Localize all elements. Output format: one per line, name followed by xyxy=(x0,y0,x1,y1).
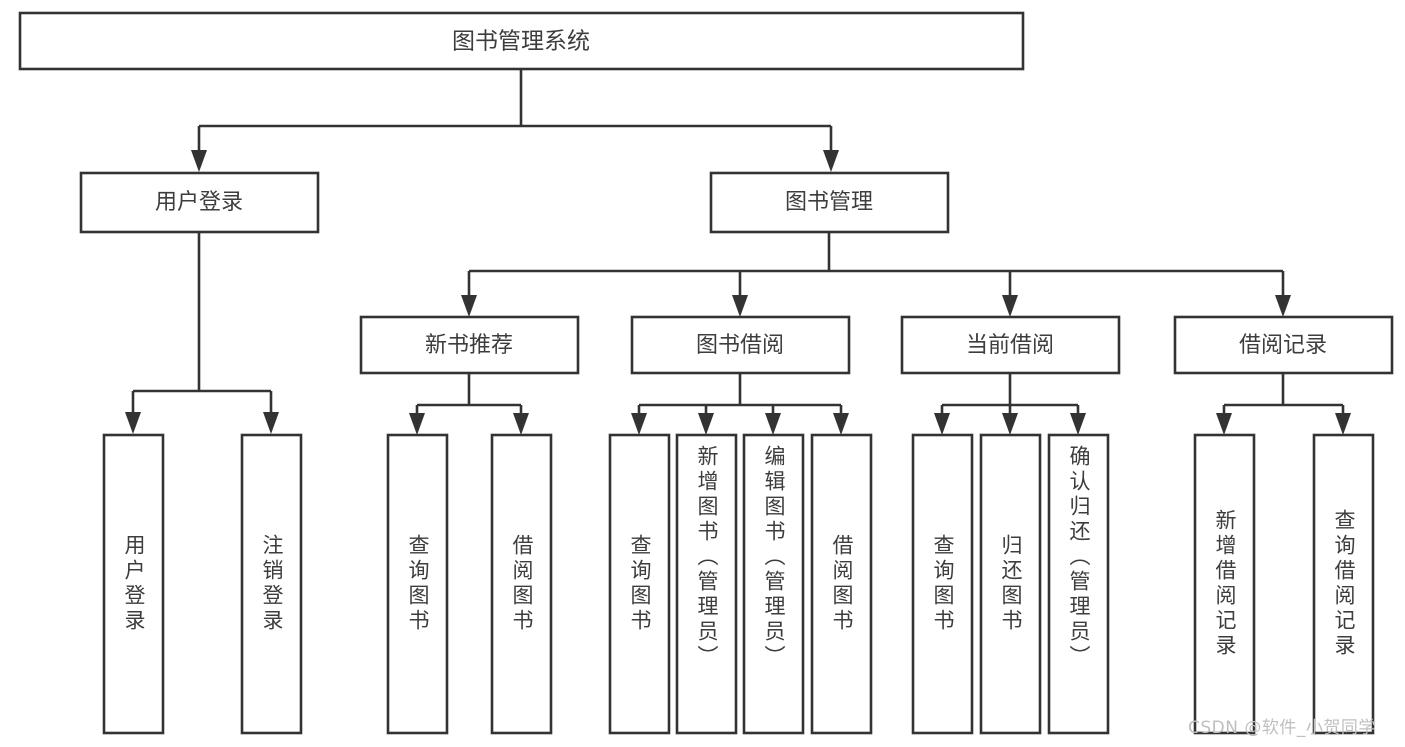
node-current-borrow[interactable]: 当前借阅 xyxy=(900,315,1121,375)
leaf-box-cb-return-book[interactable] xyxy=(979,433,1042,735)
node-user-login[interactable]: 用户登录 xyxy=(79,171,320,234)
leaf-box-cb-query-book[interactable] xyxy=(911,433,974,735)
arrowhead-new-book xyxy=(461,295,477,317)
node-borrow-record-label: 借阅记录 xyxy=(1239,333,1327,358)
leaf-box-br-add-record[interactable] xyxy=(1193,433,1256,735)
connector-current-borrow-to-leaves xyxy=(934,373,1086,435)
leaf-box-logout[interactable] xyxy=(240,433,303,735)
arrowhead-current-borrow xyxy=(1002,295,1018,317)
node-book-borrow[interactable]: 图书借阅 xyxy=(630,315,851,375)
leaf-box-bb-edit-book[interactable] xyxy=(742,433,805,735)
node-borrow-record[interactable]: 借阅记录 xyxy=(1173,315,1394,375)
leaf-box-br-query-record[interactable] xyxy=(1312,433,1375,735)
node-current-borrow-label: 当前借阅 xyxy=(966,333,1054,358)
arrowhead-bb-2 xyxy=(698,413,714,435)
arrowhead-bb-4 xyxy=(833,413,849,435)
arrowhead-nb-2 xyxy=(513,413,529,435)
leaf-box-nb-borrow-book[interactable] xyxy=(490,433,553,735)
connector-book-borrow-to-leaves xyxy=(631,373,849,435)
connector-book-mgmt-to-level2 xyxy=(461,232,1291,317)
node-book-management[interactable]: 图书管理 xyxy=(709,171,950,234)
arrowhead-leaf-logout xyxy=(263,412,279,434)
node-new-book-recommend-label: 新书推荐 xyxy=(425,333,513,358)
connector-new-book-to-leaves xyxy=(409,373,529,435)
arrowhead-book-mgmt xyxy=(823,150,839,172)
leaf-box-bb-borrow-book[interactable] xyxy=(810,433,873,735)
leaf-box-user-login[interactable] xyxy=(102,433,165,735)
node-new-book-recommend-box[interactable] xyxy=(359,315,580,375)
leaf-box-bb-query-book[interactable] xyxy=(608,433,671,735)
connector-borrow-record-to-leaves xyxy=(1216,373,1351,435)
arrowhead-br-2 xyxy=(1335,413,1351,435)
arrowhead-user-login xyxy=(191,150,207,172)
node-book-borrow-box[interactable] xyxy=(630,315,851,375)
leaf-box-cb-confirm-return[interactable] xyxy=(1047,433,1110,735)
node-book-management-label: 图书管理 xyxy=(785,190,873,215)
node-borrow-record-box[interactable] xyxy=(1173,315,1394,375)
node-current-borrow-box[interactable] xyxy=(900,315,1121,375)
node-book-management-box[interactable] xyxy=(709,171,950,234)
watermark-text: CSDN @软件_小贺同学 xyxy=(1188,718,1376,738)
node-user-login-label: 用户登录 xyxy=(155,190,243,215)
node-root-label: 图书管理系统 xyxy=(452,29,590,55)
connector-user-login-to-leaves xyxy=(125,232,279,434)
arrowhead-cb-2 xyxy=(1002,413,1018,435)
arrowhead-cb-3 xyxy=(1070,413,1086,435)
leaf-box-bb-add-book[interactable] xyxy=(675,433,738,735)
arrowhead-nb-1 xyxy=(409,413,425,435)
arrowhead-borrow-record xyxy=(1275,295,1291,317)
arrowhead-bb-1 xyxy=(631,413,647,435)
arrowhead-book-borrow xyxy=(732,295,748,317)
arrowhead-br-1 xyxy=(1216,413,1232,435)
leaf-box-nb-query-book[interactable] xyxy=(386,433,449,735)
connector-root-to-level1 xyxy=(191,69,839,172)
node-book-borrow-label: 图书借阅 xyxy=(696,333,784,358)
node-root-box[interactable] xyxy=(18,11,1025,71)
arrowhead-leaf-user-login xyxy=(125,412,141,434)
arrowhead-bb-3 xyxy=(765,413,781,435)
node-root[interactable]: 图书管理系统 xyxy=(18,11,1025,71)
arrowhead-cb-1 xyxy=(934,413,950,435)
node-new-book-recommend[interactable]: 新书推荐 xyxy=(359,315,580,375)
